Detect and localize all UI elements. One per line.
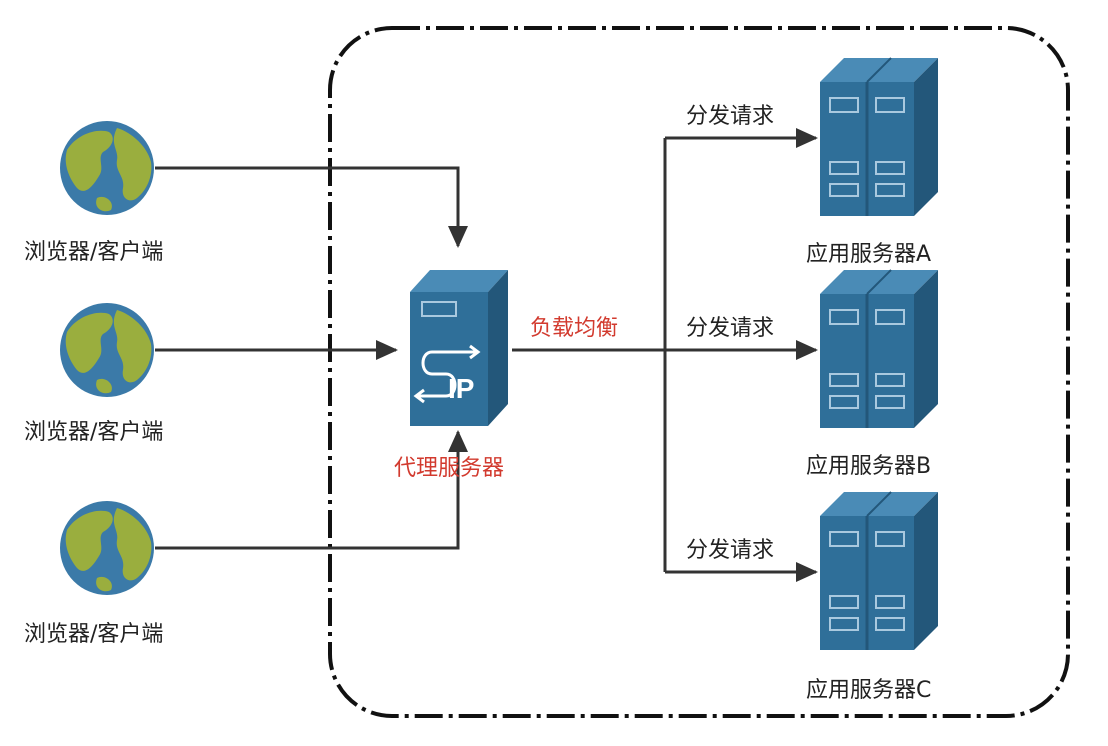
server-rack-icon xyxy=(820,491,938,650)
server-cluster-boundary xyxy=(328,26,1070,718)
globe-icon xyxy=(60,303,154,397)
server-label-a: 应用服务器A xyxy=(806,242,932,267)
server-label-c: 应用服务器C xyxy=(806,678,932,703)
connector-client-3 xyxy=(155,430,468,550)
client-label: 浏览器/客户端 xyxy=(24,622,164,647)
connector-client-1 xyxy=(155,166,468,248)
globe-icon xyxy=(60,121,154,215)
client-label: 浏览器/客户端 xyxy=(24,240,164,265)
server-label-b: 应用服务器B xyxy=(806,454,932,479)
server-rack-icon xyxy=(820,269,938,428)
dispatch-connectors xyxy=(512,128,818,582)
load-balance-label: 负载均衡 xyxy=(530,316,619,341)
server-rack-icon xyxy=(820,57,938,216)
dispatch-label: 分发请求 xyxy=(686,104,775,129)
proxy-badge: IP xyxy=(448,373,474,404)
dispatch-label: 分发请求 xyxy=(686,316,775,341)
client-connectors xyxy=(155,166,468,550)
proxy-label: 代理服务器 xyxy=(394,456,505,481)
client-label: 浏览器/客户端 xyxy=(24,420,164,445)
globe-icon xyxy=(60,501,154,595)
dispatch-label: 分发请求 xyxy=(686,538,775,563)
proxy-server-icon: IP xyxy=(410,270,508,426)
